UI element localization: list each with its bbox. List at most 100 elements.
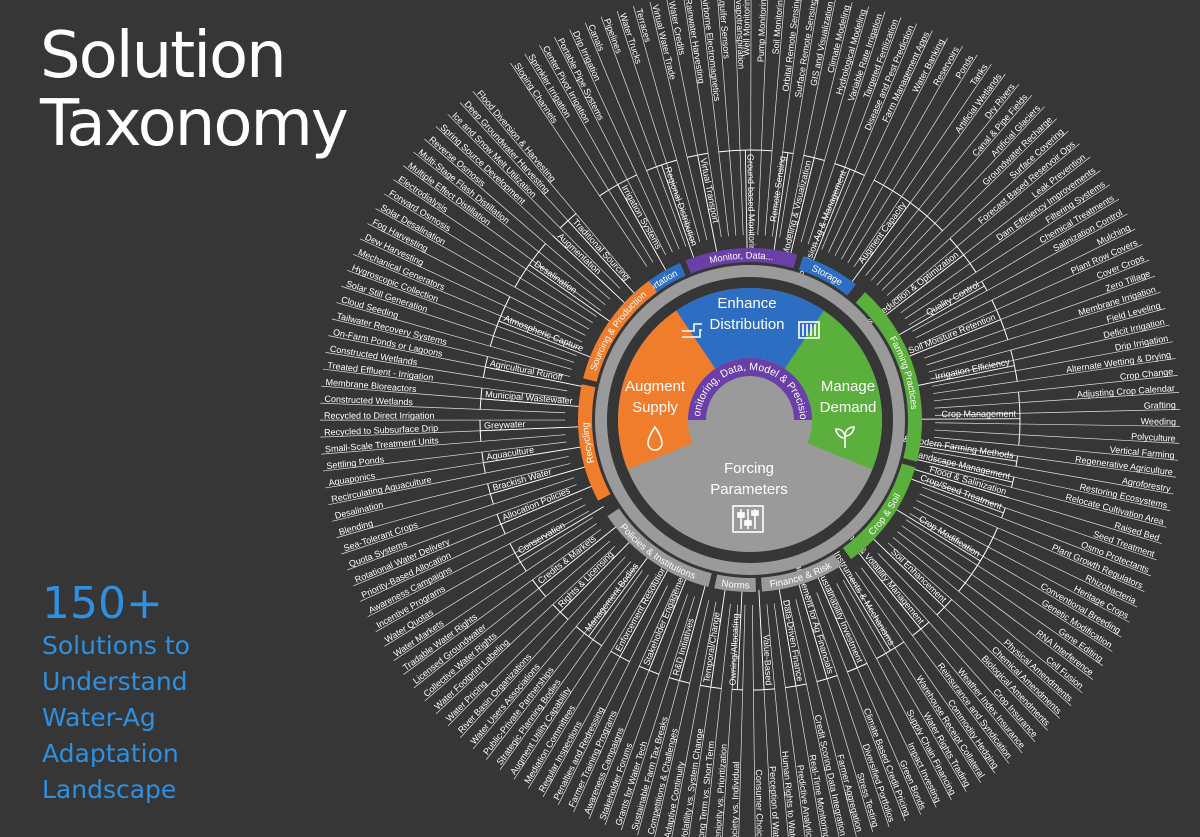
leaf-spoke [472,91,632,279]
group-spoke [559,540,631,613]
leaf-spoke [934,408,1180,416]
leaf-spoke [816,592,906,822]
group-bracket [489,296,511,347]
page-title-line-2: Taxonomy [40,87,349,161]
leaf-spoke [828,30,933,253]
group-spoke [919,418,1021,420]
leaf-spoke [855,571,996,774]
group-label: Temporal/Change [701,611,721,683]
group-spoke [661,164,695,260]
leaf-spoke [931,341,1173,387]
leaf-spoke [472,561,632,750]
group-spoke [480,398,581,408]
leaf-spoke [772,0,802,237]
leaf-spoke [620,596,695,831]
leaf-spoke [717,0,737,236]
leaf-spoke [499,570,643,771]
leaf-spoke [934,391,1180,409]
augment-label-1: Augment [625,378,686,395]
group-bracket [912,621,930,637]
leaf-label: Membrane Bioreactors [325,377,417,394]
group-bracket [803,154,825,161]
leaf-label: Aquaponics [328,470,377,487]
leaf-spoke [705,603,731,837]
group-label: Greywater [484,419,526,431]
group-label: Data-Driven Finance [781,599,805,682]
leaf-spoke [872,558,1036,743]
leaf-spoke [413,151,606,306]
leaf-spoke [841,46,963,260]
group-bracket [1010,476,1015,488]
leaf-spoke [346,269,577,356]
category-label: Norms [721,578,750,591]
group-spoke [884,254,964,317]
stat-block: 150+ Solutions to Understand Water-Ag Ad… [42,580,190,808]
leaf-spoke [916,500,1138,608]
group-spoke [789,157,815,255]
leaf-spoke [393,523,597,661]
leaf-spoke [322,441,567,472]
leaf-spoke [800,6,869,243]
leaf-spoke [375,510,590,633]
leaf-spoke [928,308,1166,373]
leaf-spoke [721,604,739,837]
category-segment [583,280,658,382]
leaf-spoke [876,106,1045,286]
leaf-label: Recycled to Subsurface Drip [324,423,438,438]
group-bracket [646,159,677,172]
title-block: Solution Taxonomy [40,22,349,161]
leaf-spoke [424,138,611,300]
group-spoke [710,588,726,688]
leaf-label: Recycled to Direct Irrigation [324,411,435,421]
pipe-and-dam-icon [682,321,820,339]
monitoring-data-model-ring [688,358,812,420]
leaf-spoke [573,588,675,813]
group-label: Crop Modification [917,514,982,559]
group-spoke [552,235,627,305]
augment-supply-segment [617,310,716,470]
category-segment [855,292,922,462]
leaf-spoke [322,368,567,399]
leaf-spoke [683,0,722,238]
category-segment [761,553,842,592]
group-spoke [798,582,828,679]
leaf-spoke [934,437,1179,461]
leaf-spoke [924,479,1157,561]
leaf-label: Evapotranspiration [734,0,747,69]
leaf-spoke [861,567,1010,764]
group-bracket [639,665,660,675]
leaf-spoke [842,579,967,792]
leaf-spoke [886,130,1069,296]
group-spoke [588,556,649,637]
leaf-spoke [738,604,746,837]
group-spoke [838,564,891,651]
group-spoke [517,506,604,558]
leaf-spoke [922,486,1151,577]
forcing-label-1: Forcing [724,460,774,477]
group-spoke [648,577,687,671]
leaf-label: Small-Scale Treatment Units [325,435,440,454]
leaf-spoke [367,223,586,336]
leaf-spoke [847,54,978,264]
group-spoke [915,458,1013,483]
group-spoke [872,537,945,608]
group-label: Aquaculture [486,445,535,462]
leaf-label: Vertical Farming [1109,444,1175,460]
leaf-spoke [766,604,789,837]
group-bracket [718,149,773,153]
leaf-spoke [569,29,673,253]
group-spoke [916,365,1015,387]
leaf-spoke [930,324,1170,380]
leaf-spoke [353,254,580,350]
leaf-label: Polyculture [1131,431,1176,443]
leaf-label: Crop Change [1119,366,1173,382]
leaf-spoke [929,465,1167,528]
group-bracket [1001,507,1006,519]
leaf-label: Desalination [334,499,384,520]
group-spoke [778,587,797,687]
leaf-spoke [671,601,717,837]
leaf-spoke [913,506,1130,623]
leaf-label: Weeding [1141,416,1177,427]
group-label: Brackish Water [491,467,552,493]
